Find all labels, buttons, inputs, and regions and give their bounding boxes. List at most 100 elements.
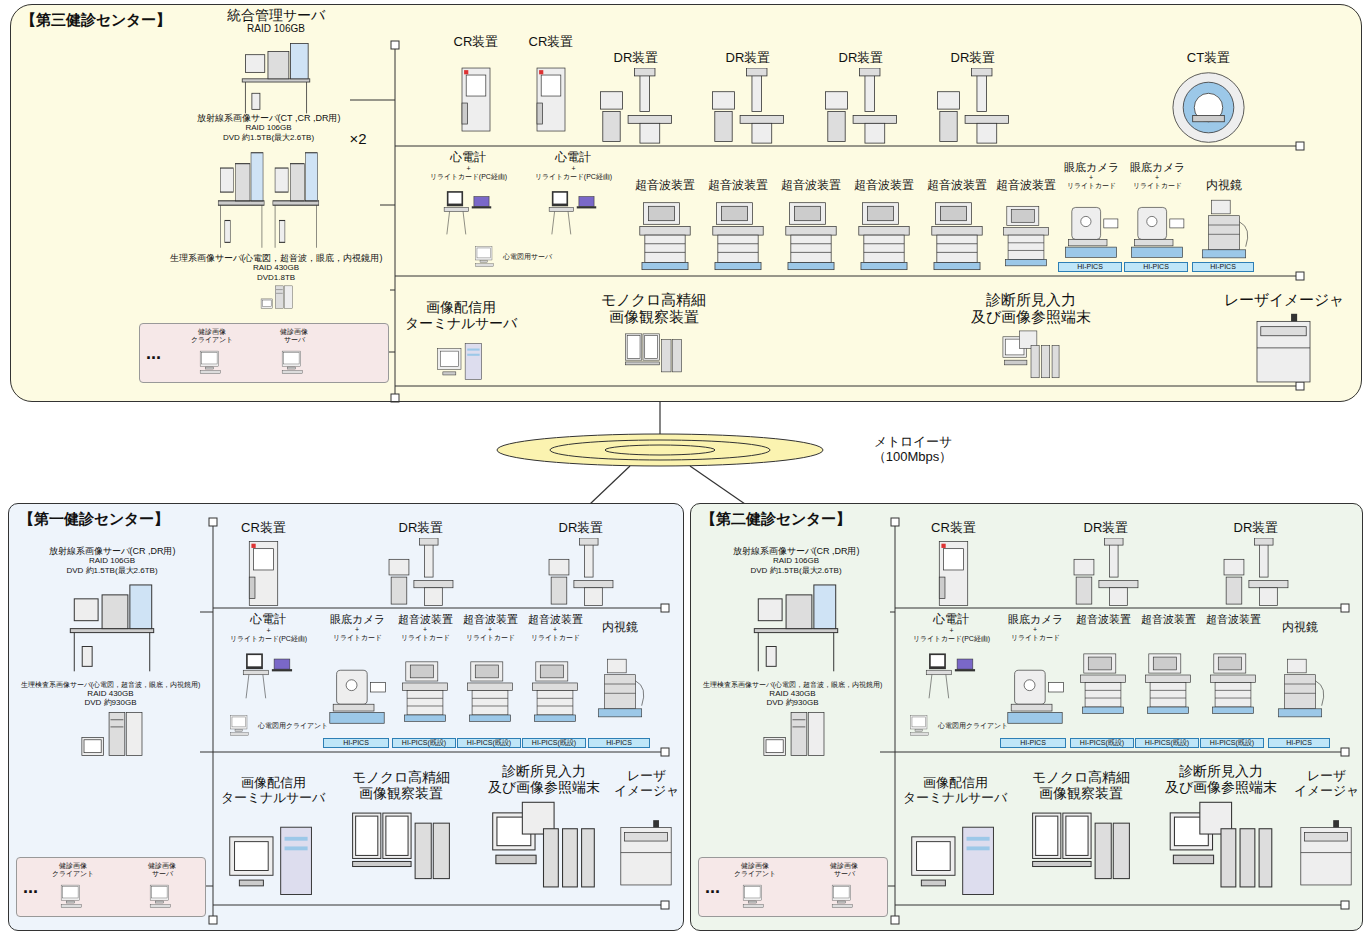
node-text: リライトカード(PC経由) bbox=[430, 173, 507, 181]
node-text: 内視鏡 bbox=[602, 621, 638, 635]
pc-unit: 心電図用クライアント bbox=[226, 706, 336, 746]
node-text: DVD 約1.5TB(最大2.6TB) bbox=[733, 566, 860, 575]
node-label: 【第三健診センター】 bbox=[11, 5, 181, 34]
node-label: 放射線系画像サーバ(CT ,CR ,DR用)RAID 106GBDVD 約1.5… bbox=[197, 113, 341, 142]
node-label: 眼底カメラ+リライトカード bbox=[1130, 161, 1185, 190]
node-label: 健診画像 サーバ bbox=[142, 862, 182, 878]
node-text: CR装置 bbox=[454, 35, 499, 50]
device-icon bbox=[1051, 538, 1161, 609]
client-pc: 健診画像 クライアント bbox=[724, 862, 786, 914]
hipics-label: HI-PICS bbox=[323, 738, 389, 748]
ultrasound-device: 超音波装置 bbox=[921, 179, 993, 275]
device-icon bbox=[366, 538, 476, 609]
viewer-station: モノクロ高精細 画像観察装置 bbox=[1011, 769, 1151, 904]
device-icon bbox=[923, 68, 1023, 147]
node-label: 【第二健診センター】 bbox=[691, 504, 861, 533]
node-text: DR装置 bbox=[559, 521, 604, 536]
node-label: DR装置 bbox=[1084, 521, 1129, 536]
node-text: + bbox=[1008, 626, 1063, 634]
node-label: 眼底カメラ+リライトカード bbox=[1064, 161, 1119, 190]
client-group: ... 健診画像 クライアント 健診画像 サーバ bbox=[16, 857, 206, 917]
laser-imager: レーザ イメージャ bbox=[1290, 769, 1362, 904]
node-text: RAID 430GB bbox=[703, 689, 883, 698]
ultrasound-device: 超音波装置+リライトカード bbox=[393, 613, 457, 737]
device-icon bbox=[691, 709, 894, 781]
node-text: 超音波装置 bbox=[528, 613, 583, 626]
report-terminal: 診断所見入力 及び画像参照端末 bbox=[896, 291, 1166, 386]
node-label: 心電計+リライトカード(PC経由) bbox=[230, 613, 307, 643]
node-label: ... bbox=[23, 877, 38, 898]
node-label: CR装置 bbox=[529, 35, 574, 50]
client-pc: 健診画像 クライアント bbox=[42, 862, 104, 914]
hipics-label: HI-PICS bbox=[1124, 262, 1188, 272]
dr-device: DR装置 bbox=[586, 51, 686, 147]
node-label: CR装置 bbox=[241, 521, 286, 536]
node-text: RAID 430GB bbox=[21, 689, 201, 698]
node-text: 診断所見入力 及び画像参照端末 bbox=[1161, 763, 1281, 795]
node-label: 生理検査系画像サーバ(心電図，超音波，眼底，内視鏡用)RAID 430GBDVD… bbox=[21, 681, 201, 707]
node-label: 超音波装置+リライトカード bbox=[528, 613, 583, 642]
node-label: DR装置 bbox=[399, 521, 444, 536]
node-text: 超音波装置 bbox=[1076, 613, 1131, 626]
node-text: ... bbox=[146, 343, 161, 364]
node-text: + bbox=[528, 626, 583, 634]
node-text: + bbox=[1064, 174, 1119, 182]
device-icon bbox=[916, 538, 991, 609]
node-label: 眼底カメラ+リライトカード bbox=[330, 613, 385, 642]
device-icon bbox=[526, 328, 781, 387]
node-text: リライトカード bbox=[1064, 182, 1119, 190]
node-label: 超音波装置 bbox=[927, 179, 987, 193]
node-text: 超音波装置 bbox=[635, 179, 695, 193]
node-text: 心電計 bbox=[430, 151, 507, 165]
laser-imager: レーザ イメージャ bbox=[610, 769, 682, 904]
viewer-station: モノクロ高精細 画像観察装置 bbox=[331, 769, 471, 904]
device-icon bbox=[416, 183, 521, 237]
node-text: + bbox=[913, 627, 990, 635]
node-label: メトロイーサ（100Mbps） bbox=[840, 435, 985, 465]
device-icon bbox=[1201, 628, 1265, 737]
device-icon bbox=[906, 706, 936, 746]
device-icon bbox=[161, 284, 391, 321]
node-text: 診断所見入力 及び画像参照端末 bbox=[484, 763, 604, 795]
node-label: 生理検査系画像サーバ(心電図，超音波，眼底，内視鏡用)RAID 430GBDVD… bbox=[703, 681, 883, 707]
node-text: 眼底カメラ bbox=[1008, 613, 1063, 626]
node-label: 画像配信用 ターミナルサーバ bbox=[217, 776, 329, 806]
viewer-station: モノクロ高精細 画像観察装置 bbox=[526, 291, 781, 386]
node-text: + bbox=[1130, 174, 1185, 182]
node-text: 画像配信用 ターミナルサーバ bbox=[402, 299, 520, 331]
node-text: 画像配信用 ターミナルサーバ bbox=[899, 776, 1011, 806]
node-text: DR装置 bbox=[399, 521, 444, 536]
node-text: 内視鏡 bbox=[1206, 179, 1242, 193]
node-label: 眼底カメラ+リライトカード bbox=[1008, 613, 1063, 642]
node-text: + bbox=[463, 626, 518, 634]
node-label: モノクロ高精細 画像観察装置 bbox=[349, 769, 454, 801]
device-icon bbox=[1269, 637, 1331, 737]
node-text: 放射線系画像サーバ(CR ,DR用) bbox=[733, 546, 860, 556]
node-text: DR装置 bbox=[726, 51, 771, 66]
client-pc: 健診画像 サーバ bbox=[264, 328, 324, 380]
node-label: 心電図用クライアント bbox=[258, 722, 328, 730]
hipics-label: HI-PICS(既設) bbox=[392, 738, 456, 748]
device-icon bbox=[811, 68, 911, 147]
node-text: RAID 106GB bbox=[197, 123, 341, 132]
device-icon bbox=[471, 797, 616, 903]
device-icon bbox=[1221, 310, 1346, 386]
device-icon bbox=[201, 37, 351, 117]
node-label: 超音波装置 bbox=[1206, 613, 1261, 626]
node-text: 心電計 bbox=[230, 613, 307, 627]
node-label: CT装置 bbox=[1187, 51, 1230, 66]
device-icon bbox=[896, 328, 1166, 387]
device-icon bbox=[610, 801, 682, 904]
node-label: レーザ イメージャ bbox=[612, 769, 680, 799]
terminal-server: 画像配信用 ターミナルサーバ bbox=[897, 776, 1013, 904]
node-label: 生理系画像サーバ(心電図，超音波，眼底，内視鏡用)RAID 430GBDVD1.… bbox=[170, 253, 383, 282]
ultrasound-device: 超音波装置 bbox=[702, 179, 774, 275]
ultrasound-device: 超音波装置 bbox=[629, 179, 701, 275]
cr-device: CR装置 bbox=[516, 35, 586, 147]
device-icon bbox=[526, 538, 636, 609]
node-label: 超音波装置 bbox=[1076, 613, 1131, 626]
node-label: 超音波装置 bbox=[854, 179, 914, 193]
device-icon bbox=[441, 52, 511, 147]
node-text: 超音波装置 bbox=[463, 613, 518, 626]
